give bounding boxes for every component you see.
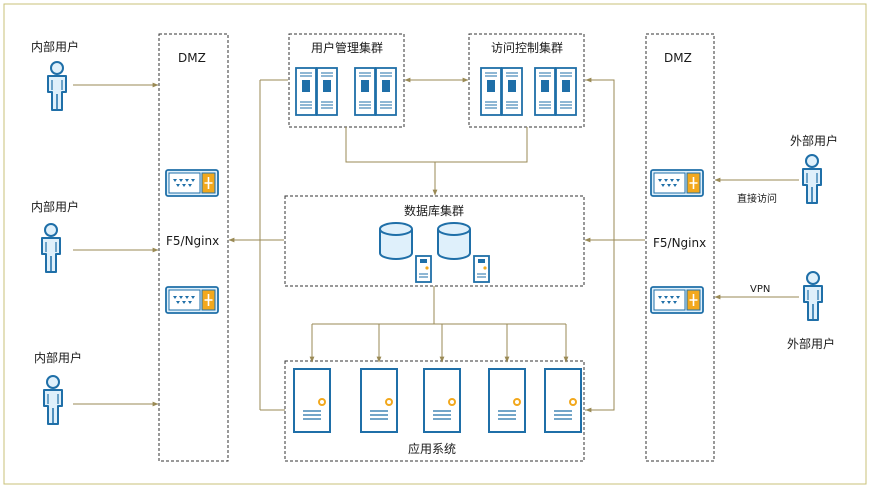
gateway-left-label: F5/Nginx <box>166 234 220 248</box>
dmz-left-label: DMZ <box>178 51 206 65</box>
app-server-2-icon <box>360 368 398 433</box>
external-user-1-icon <box>802 154 822 204</box>
load-balancer-left-1-icon <box>165 169 219 197</box>
access-ctrl-rack-2-icon <box>534 67 577 116</box>
user-mgmt-rack-1-icon <box>295 67 338 116</box>
app-server-4-icon <box>488 368 526 433</box>
db-server-1-icon <box>415 255 432 283</box>
app-system-title: 应用系统 <box>408 442 457 456</box>
access-ctrl-rack-1-icon <box>480 67 523 116</box>
connector-right-backbone <box>585 79 615 411</box>
internal-user-2-icon <box>41 223 61 273</box>
app-server-3-icon <box>423 368 461 433</box>
database-cluster-title: 数据库集群 <box>404 204 465 218</box>
internal-user-1-icon <box>47 61 67 111</box>
external-user-2-icon <box>803 271 823 321</box>
user-mgmt-rack-2-icon <box>354 67 397 116</box>
outer-frame <box>3 3 867 485</box>
app-server-1-icon <box>293 368 331 433</box>
db-server-2-icon <box>473 255 490 283</box>
external-user-2-label: 外部用户 <box>787 337 836 351</box>
connector-clusters-merge <box>345 127 528 163</box>
gateway-right-label: F5/Nginx <box>653 236 707 250</box>
app-server-5-icon <box>544 368 582 433</box>
load-balancer-right-1-icon <box>650 169 704 197</box>
dmz-right-zone <box>645 33 715 462</box>
dmz-left-zone <box>158 33 229 462</box>
user-mgmt-cluster-title: 用户管理集群 <box>311 41 384 55</box>
link-direct-label: 直接访问 <box>737 194 777 205</box>
external-user-1-label: 外部用户 <box>790 134 839 148</box>
app-system-box <box>284 360 585 462</box>
internal-user-3-label: 内部用户 <box>34 351 83 365</box>
access-ctrl-cluster-title: 访问控制集群 <box>491 41 564 55</box>
database-1-icon <box>379 222 413 260</box>
load-balancer-right-2-icon <box>650 286 704 314</box>
link-vpn-label: VPN <box>750 284 771 295</box>
internal-user-2-label: 内部用户 <box>31 200 80 214</box>
database-cluster-box <box>284 195 585 287</box>
load-balancer-left-2-icon <box>165 286 219 314</box>
internal-user-3-icon <box>43 375 63 425</box>
dmz-right-label: DMZ <box>664 51 692 65</box>
database-2-icon <box>437 222 471 260</box>
internal-user-1-label: 内部用户 <box>31 40 80 54</box>
